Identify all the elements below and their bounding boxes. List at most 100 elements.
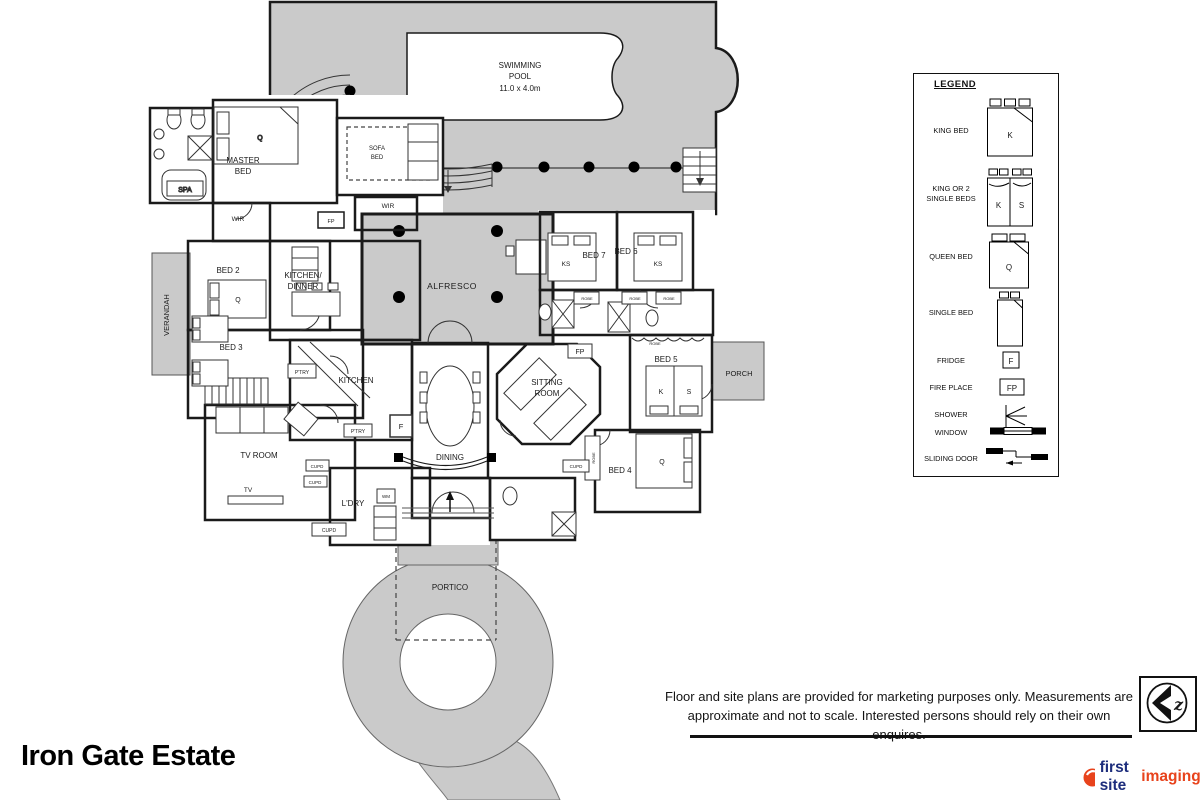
label-cupd-4: CUPD — [570, 464, 584, 469]
label-sofa-2: BED — [371, 155, 384, 161]
label-bed6: BED 6 — [614, 247, 638, 256]
label-pool-1: SWIMMING — [499, 61, 542, 70]
internal-stairs — [204, 377, 269, 405]
porch: PORCH — [711, 341, 765, 401]
bath-strip — [538, 291, 682, 333]
label-tv-room: TV ROOM — [240, 451, 278, 460]
label-wir-left: WIR — [232, 216, 245, 223]
label-master-2: BED — [235, 167, 252, 176]
label-ptry-1: P'TRY — [295, 370, 310, 376]
ensuite-fixtures: SPA — [153, 108, 213, 201]
label-spa: SPA — [178, 187, 192, 194]
label-cupd-3: CUPD — [322, 528, 337, 534]
label-dining: DINING — [436, 453, 464, 462]
brand-first-site: first site — [1099, 759, 1129, 794]
page-title: Iron Gate Estate — [21, 740, 236, 772]
legend-label-shower: SHOWER — [934, 410, 968, 419]
bed4-furniture — [584, 433, 693, 489]
bed6-furniture — [633, 232, 683, 282]
legend-panel: LEGEND KING BED KING OR 2 SINGLE BEDS QU… — [913, 73, 1059, 477]
bottom-bath — [502, 486, 577, 537]
label-verandah: VERANDAH — [162, 294, 171, 336]
label-wm: WM — [382, 494, 390, 499]
label-fridge: F — [399, 422, 404, 431]
cupd4-box — [562, 459, 590, 473]
tv-room-furniture — [215, 401, 319, 505]
label-bed5-s: S — [687, 389, 692, 396]
label-ptry-2: P'TRY — [351, 429, 366, 435]
kz-logo: z — [1139, 676, 1197, 732]
disclaimer-line-1: Floor and site plans are provided for ma… — [665, 689, 1133, 704]
svg-text:K: K — [996, 201, 1002, 210]
label-alfresco: ALFRESCO — [427, 281, 477, 291]
bed5-furniture — [631, 337, 705, 417]
label-bed7: BED 7 — [582, 251, 606, 260]
legend-label-sliding-door: SLIDING DOOR — [924, 454, 978, 463]
fridge-icon: F — [1002, 351, 1020, 369]
legend-label-fridge: FRIDGE — [937, 356, 965, 365]
bed3-furniture — [191, 315, 229, 387]
label-master-q: Q — [257, 135, 263, 142]
svg-text:FP: FP — [1007, 384, 1017, 393]
label-kitchen-dinner-2: DINNER — [288, 282, 319, 291]
single-bed-icon — [997, 291, 1023, 347]
label-sitting-2: ROOM — [535, 389, 560, 398]
entry-colonnade — [394, 453, 496, 519]
kitchen-dinner-furniture — [291, 246, 341, 317]
label-master-1: MASTER — [226, 156, 260, 165]
bed7-furniture — [547, 232, 597, 282]
queen-bed-icon: Q — [989, 233, 1029, 289]
sliding-door-icon — [986, 448, 1048, 466]
portico-driveway: PORTICO — [342, 520, 561, 800]
window-icon — [990, 427, 1046, 435]
deck-right-steps — [682, 147, 717, 193]
legend-label-king-bed: KING BED — [933, 126, 969, 135]
brand-imaging: imaging — [1141, 768, 1200, 785]
label-robe-2: ROBE — [629, 296, 641, 301]
label-tv: TV — [244, 487, 253, 494]
label-bed4: BED 4 — [608, 466, 632, 475]
label-bed2: BED 2 — [216, 266, 240, 275]
label-cupd-1: CUPD — [311, 464, 325, 469]
label-robe-1: ROBE — [581, 296, 593, 301]
label-bed6-ks: KS — [654, 261, 663, 268]
king-bed-icon: K — [987, 98, 1033, 157]
brand-ball-icon — [1083, 768, 1095, 786]
laundry-furniture — [373, 488, 397, 541]
legend-label-single-bed: SINGLE BED — [928, 308, 974, 317]
master-furniture: Q — [213, 106, 299, 165]
svg-text:z: z — [1173, 695, 1184, 714]
sitting-furniture — [503, 343, 593, 441]
dining-furniture — [419, 365, 481, 447]
label-sofa-1: SOFA — [369, 146, 385, 152]
label-robe-4: ROBE — [649, 341, 661, 346]
bed2-furniture — [207, 279, 267, 319]
label-porch: PORCH — [725, 369, 752, 378]
disclaimer-line-2: approximate and not to scale. Interested… — [687, 708, 1111, 742]
label-cupd-2: CUPD — [309, 480, 323, 485]
kz-logo-icon: z — [1146, 682, 1188, 724]
sofa-bed: SOFA BED — [346, 123, 439, 181]
cupboards — [303, 459, 347, 537]
label-pool-3: 11.0 x 4.0m — [499, 84, 541, 93]
room-alfresco: ALFRESCO — [360, 212, 557, 346]
swimming-pool: SWIMMING POOL 11.0 x 4.0m — [406, 32, 624, 121]
label-sitting-1: SITTING — [531, 378, 563, 387]
label-bed2-q: Q — [235, 297, 241, 304]
legend-label-fire-place: FIRE PLACE — [929, 383, 973, 392]
label-robe-3: ROBE — [663, 296, 675, 301]
fire-place-icon: FP — [999, 378, 1025, 396]
label-robe-5: ROBE — [591, 452, 596, 464]
disclaimer-text: Floor and site plans are provided for ma… — [664, 687, 1134, 744]
label-portico: PORTICO — [432, 583, 468, 592]
verandah: VERANDAH — [151, 252, 191, 376]
shower-icon — [1005, 405, 1027, 427]
label-bed4-q: Q — [659, 459, 665, 466]
label-bed3: BED 3 — [219, 343, 243, 352]
label-bed5: BED 5 — [654, 355, 678, 364]
king-or-two-single-beds-icon: K S — [987, 168, 1033, 227]
svg-text:S: S — [1019, 201, 1024, 210]
label-ldry: L'DRY — [342, 499, 365, 508]
footer-divider — [690, 735, 1132, 738]
label-bed5-k: K — [659, 389, 664, 396]
